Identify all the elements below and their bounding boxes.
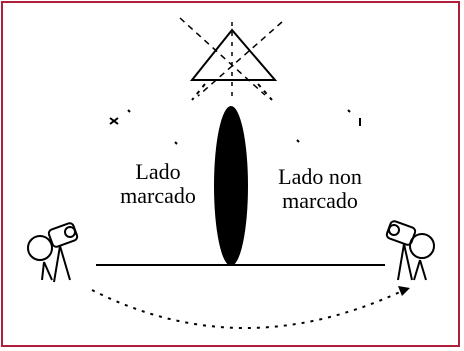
unmarked-side-line2: marcado bbox=[282, 188, 358, 213]
arc-arrowhead bbox=[398, 286, 410, 296]
unmarked-side-line1: Lado non bbox=[278, 164, 362, 189]
arc-arrow bbox=[91, 289, 401, 329]
marked-side-line1: Lado bbox=[135, 159, 181, 184]
marked-side-line2: marcado bbox=[120, 183, 196, 208]
camera-operator-right-icon bbox=[385, 220, 435, 281]
spotlight-icon bbox=[179, 17, 283, 101]
camera-operator-left-icon bbox=[27, 222, 79, 283]
marked-side-label: Lado marcado bbox=[102, 160, 214, 208]
light-scatter-marks bbox=[109, 109, 361, 145]
ellipse-subject-icon bbox=[214, 106, 248, 266]
unmarked-side-label: Lado non marcado bbox=[260, 165, 380, 213]
